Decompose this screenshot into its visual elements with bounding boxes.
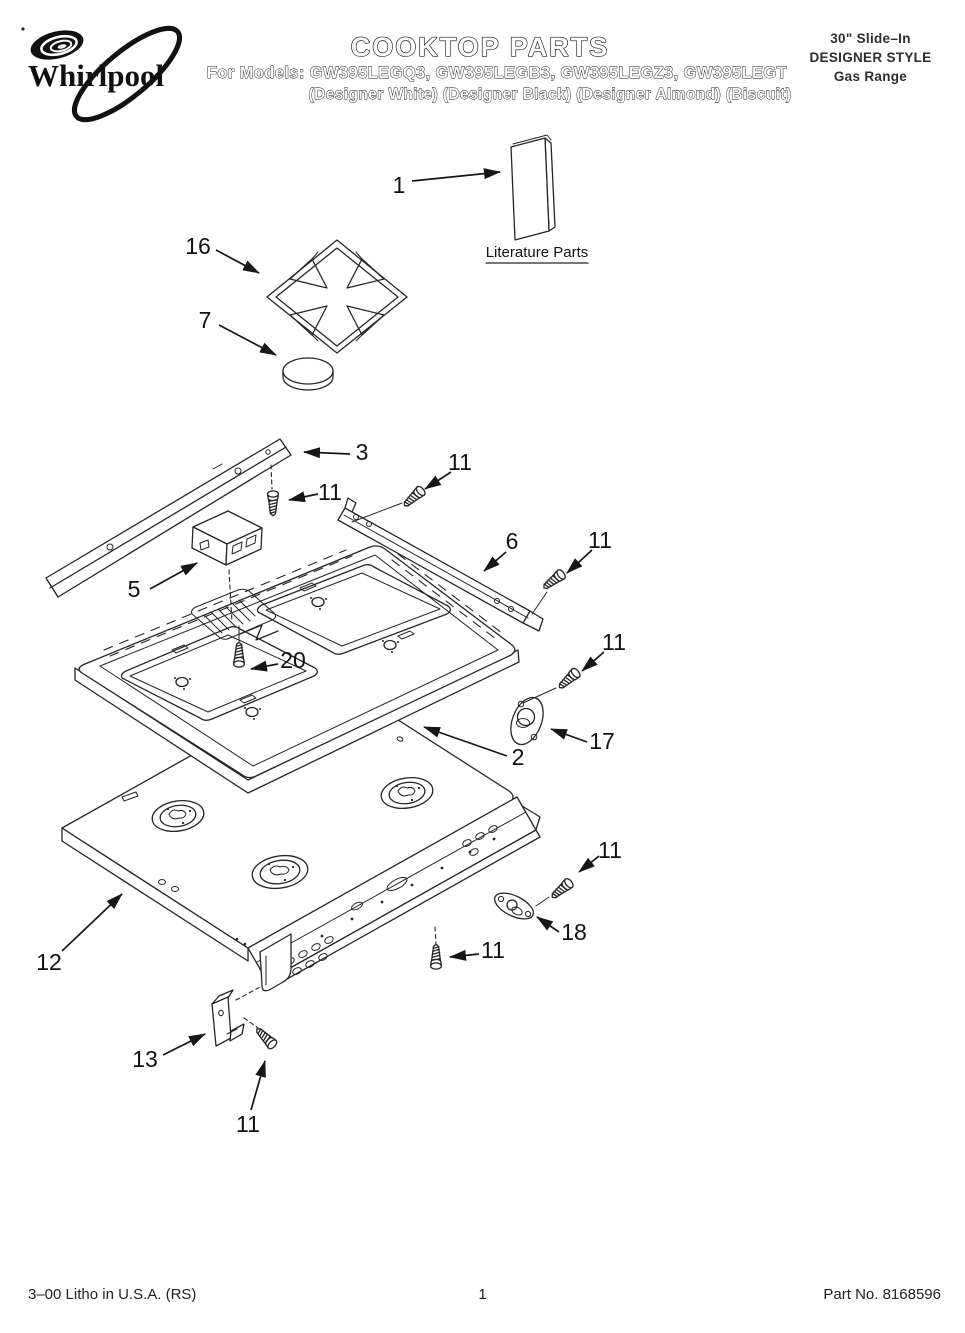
page-title: COOKTOP PARTS (351, 32, 610, 62)
part-bracket-13 (211, 985, 263, 1047)
callout-screw: 11 (598, 837, 622, 863)
swirl-icon (30, 30, 84, 60)
callout-spacer: 5 (128, 576, 141, 602)
callout-main-top: 12 (36, 949, 62, 975)
literature-caption: Literature Parts (486, 244, 589, 261)
screw-icon (266, 490, 280, 517)
screw-icon (252, 1024, 280, 1052)
callout-burner-box: 2 (512, 744, 525, 770)
callout-screw: 11 (481, 937, 505, 963)
callout-igniter: 17 (589, 728, 615, 754)
whirlpool-logo: Whirlpool (28, 25, 182, 123)
callout-grate: 16 (185, 233, 211, 259)
header-title-block: COOKTOP PARTS For Models: GW395LEGQ3, GW… (206, 31, 792, 103)
part-rear-rail (45, 438, 292, 598)
spec-style: DESIGNER STYLE (809, 50, 932, 65)
callout-side-rail: 6 (506, 528, 519, 554)
part-burner-box (74, 545, 520, 794)
callout-bracket-13: 13 (132, 1046, 158, 1072)
burner-opening (380, 776, 434, 810)
brand-wordmark: Whirlpool (28, 58, 164, 93)
screw-icon (548, 876, 576, 903)
box-opening-left (120, 626, 318, 721)
part-igniter-switch (510, 687, 557, 746)
screw-icon (400, 484, 428, 511)
callout-arrows (61, 168, 605, 1111)
part-burner-cap (282, 357, 334, 391)
part-literature-pack: Literature Parts (485, 134, 589, 264)
orifice-holes (174, 596, 399, 720)
burner-opening (151, 799, 205, 833)
part-spacer-block (191, 510, 263, 623)
spec-block: 30" Slide–In DESIGNER STYLE Gas Range (783, 29, 958, 86)
part-side-rail (337, 497, 548, 632)
footer-litho-note: 3–00 Litho in U.S.A. (RS) (28, 1286, 197, 1303)
rail-end-cap (259, 933, 292, 992)
spec-size: 30" Slide–In (830, 31, 911, 46)
callout-bracket-18: 18 (561, 919, 587, 945)
page-registration-dot (21, 27, 25, 31)
screw-icon (539, 567, 568, 593)
callout-rear-rail: 3 (356, 439, 369, 465)
models-line: For Models: GW395LEGQ3, GW395LEGB3, GW39… (207, 64, 787, 82)
vent-grid (191, 588, 279, 641)
callout-labels: 1 16 7 3 11 11 5 6 11 11 20 2 17 12 11 1… (36, 172, 626, 1137)
box-opening-right (256, 564, 451, 655)
screw-icon (429, 943, 443, 970)
callout-screw-20: 20 (280, 647, 306, 673)
finishes-line: (Designer White) (Designer Black) (Desig… (309, 86, 792, 103)
screw-icon (555, 666, 583, 693)
part-screw-20 (232, 625, 246, 668)
callout-screw: 11 (236, 1111, 260, 1137)
burner-opening (251, 854, 309, 890)
callout-literature: 1 (393, 172, 406, 198)
spec-fuel: Gas Range (833, 69, 908, 84)
callout-screw: 11 (318, 479, 342, 505)
part-screws (252, 484, 583, 1052)
logo-loop-icon (72, 25, 182, 123)
footer-page-number: 1 (478, 1286, 487, 1303)
part-burner-grate (266, 239, 408, 354)
callout-burner-cap: 7 (199, 307, 212, 333)
part-bracket-18 (493, 892, 550, 920)
footer-part-number: Part No. 8168596 (823, 1286, 941, 1303)
callout-screw: 11 (448, 449, 472, 475)
callout-screw: 11 (602, 629, 626, 655)
part-main-top (61, 676, 541, 992)
callout-screw: 11 (588, 527, 612, 553)
